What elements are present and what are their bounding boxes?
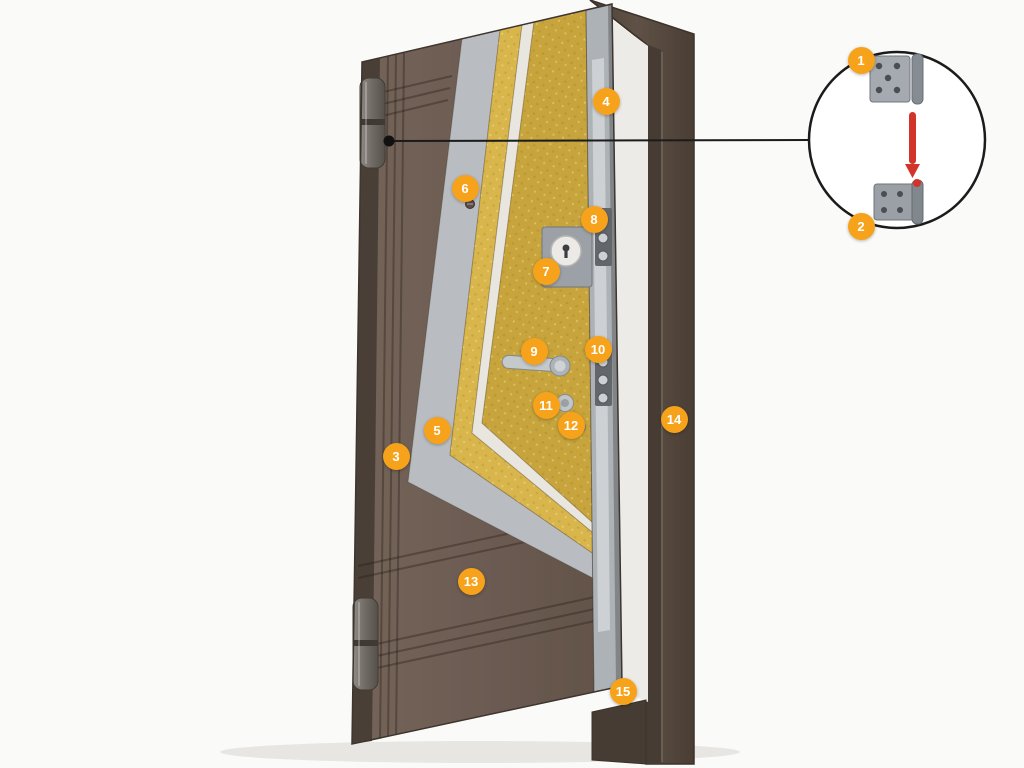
anti-removal-pin-icon <box>905 112 920 178</box>
door-frame <box>589 0 695 765</box>
callout-3: 3 <box>382 442 410 470</box>
callout-12: 12 <box>557 411 585 439</box>
callout-7: 7 <box>532 257 560 285</box>
door-leaf <box>351 3 623 745</box>
screw <box>465 199 475 209</box>
callout-13: 13 <box>457 567 485 595</box>
callout-5: 5 <box>423 416 451 444</box>
insulation-texture-1 <box>450 24 593 553</box>
callout-10: 10 <box>584 335 612 363</box>
callout-1: 1 <box>847 46 875 74</box>
door-hinge-edge <box>352 57 380 745</box>
detail-inset <box>807 50 987 230</box>
connector-line <box>388 139 810 142</box>
connector-dot <box>383 135 395 147</box>
frame-rabbet <box>646 44 661 764</box>
hinge-top <box>359 77 386 169</box>
inset-hinge-top <box>869 53 924 105</box>
callout-15: 15 <box>609 677 637 705</box>
callout-8: 8 <box>580 205 608 233</box>
thumbturn-knob <box>556 394 574 412</box>
inset-hinge-bottom <box>873 179 924 225</box>
callout-6: 6 <box>451 174 479 202</box>
callout-4: 4 <box>592 87 620 115</box>
lock-bolts-bottom <box>595 350 612 406</box>
doorway-gap <box>612 20 648 702</box>
callout-2: 2 <box>847 212 875 240</box>
inset-circle <box>807 50 987 230</box>
callout-11: 11 <box>532 391 560 419</box>
callout-9: 9 <box>520 337 548 365</box>
callout-14: 14 <box>660 405 688 433</box>
